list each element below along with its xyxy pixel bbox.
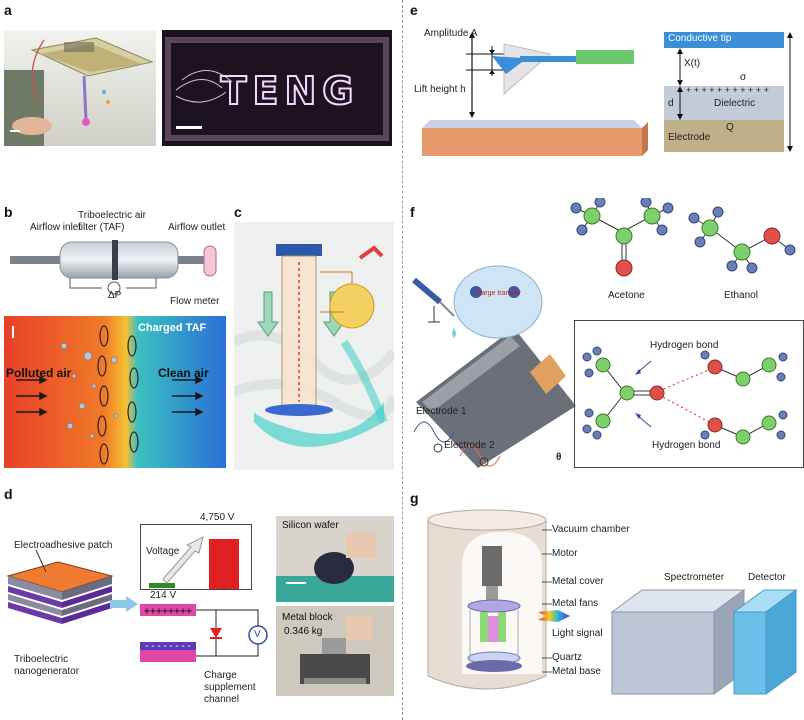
motor-label: Motor xyxy=(552,548,578,559)
polluted-air-label: Polluted air xyxy=(6,366,72,380)
hbond-top-label: Hydrogen bond xyxy=(650,340,719,351)
conductive-tip-label: Conductive tip xyxy=(668,33,732,44)
spectrometer-label: Spectrometer xyxy=(664,572,725,583)
panel-label-f: f xyxy=(410,204,415,220)
taf-label-line1: Triboelectric air xyxy=(78,210,146,221)
dielectric-label: Dielectric xyxy=(714,98,756,109)
metal-block-label: Metal block xyxy=(282,612,333,623)
svg-text:++++++++: ++++++++ xyxy=(144,606,192,617)
molecules-top xyxy=(560,198,800,282)
panel-label-d: d xyxy=(4,486,13,502)
voltage-high-label: 4,750 V xyxy=(200,512,235,523)
electrode2-label: Electrode 2 xyxy=(444,440,495,451)
clean-air-label: Clean air xyxy=(158,366,209,380)
panel-label-b: b xyxy=(4,204,13,220)
voltmeter-symbol: V xyxy=(254,629,261,640)
teng-glow-text: TENG xyxy=(221,69,360,113)
hbond-bottom-label: Hydrogen bond xyxy=(652,440,721,451)
charged-taf-heatmap xyxy=(4,316,226,468)
charge-label-line3: channel xyxy=(204,694,240,705)
spectrometer-detector-boxes xyxy=(610,582,800,698)
q-label: Q xyxy=(726,122,734,133)
voltage-chart xyxy=(140,524,252,590)
afm-tip-illustration xyxy=(410,30,650,160)
voltage-bar-low xyxy=(149,583,175,588)
svg-text:--------: -------- xyxy=(144,641,192,652)
metal-cover-label: Metal cover xyxy=(552,576,604,587)
airflow-outlet-label: Airflow outlet xyxy=(168,222,226,233)
metal-fans-label: Metal fans xyxy=(552,598,599,609)
electrode1-label: Electrode 1 xyxy=(416,406,467,417)
panel-label-a: a xyxy=(4,2,12,18)
voltage-axis-label: Voltage xyxy=(146,546,180,557)
photo-silicon-wafer xyxy=(276,516,394,602)
theta-label: θ xyxy=(556,452,562,463)
label-leader-lines xyxy=(542,524,552,674)
vacuum-chamber-illustration xyxy=(422,506,552,702)
silicon-wafer-label: Silicon wafer xyxy=(282,520,339,531)
charge-label-line1: Charge xyxy=(204,670,237,681)
panel-label-g: g xyxy=(410,490,419,506)
quartz-label: Quartz xyxy=(552,652,583,663)
panel-label-e: e xyxy=(410,2,418,18)
arrow-to-circuit xyxy=(110,596,138,612)
droplet-slide-illustration xyxy=(410,262,580,468)
electroadhesive-patch-label: Electroadhesive patch xyxy=(14,540,113,551)
light-signal-label: Light signal xyxy=(552,628,603,639)
charge-label-line2: supplement xyxy=(204,682,256,693)
charge-supplement-circuit: ++++++++ -------- xyxy=(140,604,268,666)
voltage-low-label: 214 V xyxy=(150,590,177,601)
acetone-label: Acetone xyxy=(608,290,645,301)
flow-meter-label: Flow meter xyxy=(170,296,220,307)
electrode-label: Electrode xyxy=(668,132,711,143)
photo-teng-device xyxy=(4,30,156,146)
vacuum-chamber-label: Vacuum chamber xyxy=(552,524,630,535)
patch-stack-illustration xyxy=(6,548,118,644)
photo-metal-block xyxy=(276,606,394,696)
amplitude-label: Amplitude A xyxy=(424,28,478,39)
airflow-inlet-label: Airflow inlet xyxy=(30,222,82,233)
panel-label-c: c xyxy=(234,204,242,220)
taf-label-line2: filter (TAF) xyxy=(78,222,125,233)
sigma-label: σ xyxy=(740,72,747,83)
water-column-illustration xyxy=(234,222,394,470)
xt-label: X(t) xyxy=(684,58,701,69)
delta-p-label: ΔP xyxy=(108,290,122,301)
hydrogen-bond-box xyxy=(574,320,804,468)
voltage-bar-high xyxy=(209,539,239,589)
photo-teng-glow: TENG xyxy=(162,30,392,146)
panel-divider xyxy=(402,0,403,720)
charge-transfer-label: charge transfer xyxy=(474,290,522,297)
tribo-label-line2: nanogenerator xyxy=(14,666,80,677)
ethanol-label: Ethanol xyxy=(724,290,758,301)
metal-base-label: Metal base xyxy=(552,666,601,677)
detector-label: Detector xyxy=(748,572,786,583)
charged-taf-label: Charged TAF xyxy=(138,322,207,334)
tribo-label-line1: Triboelectric xyxy=(14,654,69,665)
lift-height-label: Lift height h xyxy=(414,84,466,95)
layer-stack-diagram xyxy=(664,32,798,154)
light-signal-arrow xyxy=(538,608,570,624)
taf-apparatus xyxy=(6,236,226,296)
d-label: d xyxy=(668,98,674,109)
plus-charges: + + + + + + + + + + + xyxy=(686,85,769,95)
metal-block-mass: 0.346 kg xyxy=(284,626,323,637)
